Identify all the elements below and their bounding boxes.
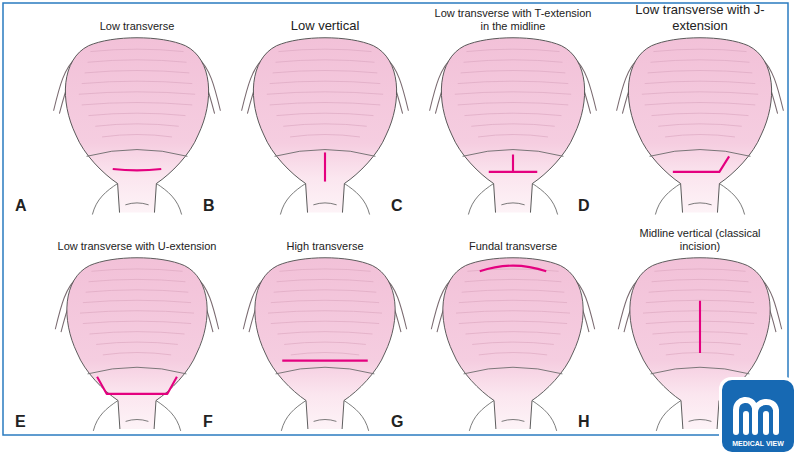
uterus-outline [443,258,583,429]
shading-lines [456,269,570,355]
incision-line [282,360,368,362]
panel-letter: C [391,196,403,216]
panel-title: High transverse [245,240,405,254]
shading-lines [80,269,194,355]
uterus-figure [243,258,406,431]
panel-title: Fundal transverse [433,240,593,254]
frame-border [3,3,788,435]
uterus-figure [55,258,218,431]
uterus-figure [430,38,597,215]
cervix-lines [464,367,563,431]
panel-letter: F [203,412,213,432]
shading-lines [455,49,571,137]
incision-line [480,266,547,272]
uterus-figure [54,38,221,215]
incision-line [97,377,177,394]
uterus-outline [441,38,584,213]
panel-letter: D [578,196,590,216]
panel-title: Low vertical [245,18,405,34]
cervix-lines [88,367,187,431]
incision-line [324,152,326,181]
shading-lines [643,269,757,355]
panel-letter: H [578,412,590,432]
panel-title: Midline vertical (classical incision) [620,227,780,255]
uterus-figure [617,38,784,215]
panel-letter: E [15,412,26,432]
panel-title: Low transverse with T-extension in the m… [433,7,593,35]
uterus-outline [628,38,771,213]
uterus-outline [67,258,207,429]
shading-lines [268,269,382,355]
panel-letter: B [203,196,215,216]
panel-title: Low transverse [57,20,217,34]
incision-line [489,154,538,171]
cervix-lines [275,150,376,215]
uterus-outline [255,258,395,429]
panel-letter: G [391,412,403,432]
cervix-lines [87,150,188,215]
shading-lines [267,49,383,137]
uterus-outline [65,38,208,213]
incision-line [673,156,729,172]
shading-lines [642,49,758,137]
uterus-figure [431,258,594,431]
uterus-figure [242,38,409,215]
cervix-lines [463,150,564,215]
incision-line [113,169,162,170]
panel-title: Low transverse with U-extension [57,240,217,254]
logo-text: MEDICAL VIEW [722,440,794,449]
panel-title: Low transverse with J-extension [620,2,780,35]
cervix-lines [650,150,751,215]
incision-line [699,301,701,353]
shading-lines [79,49,195,137]
publisher-logo [719,377,797,455]
cervix-lines [276,367,375,431]
uterus-outline [253,38,396,213]
panel-letter: A [15,196,27,216]
